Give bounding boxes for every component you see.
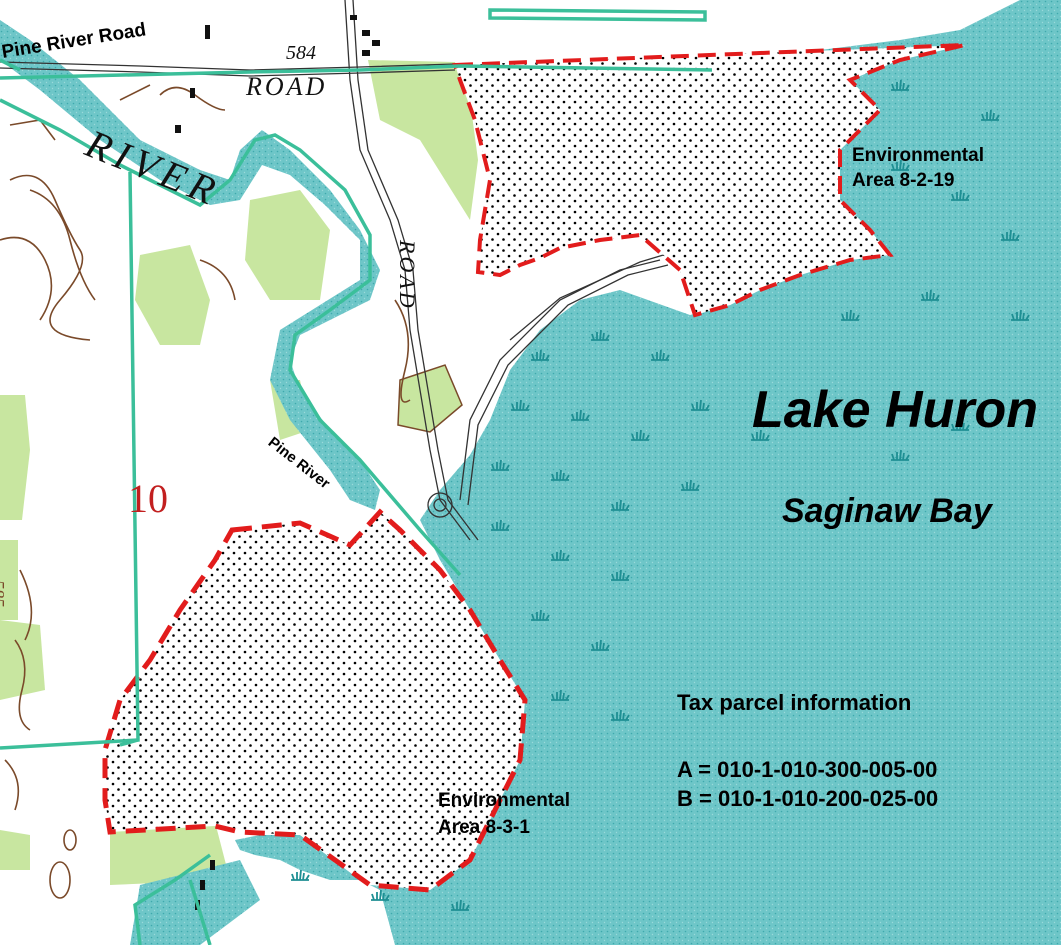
tax-parcel-b: B = 010-1-010-200-025-00	[677, 786, 939, 811]
env-area-2-label-line2: Area 8-3-1	[438, 817, 530, 838]
topo-road-label-side: ROAD	[395, 240, 420, 311]
topo-elevation-585: 585	[0, 580, 8, 607]
env-area-1-label-line2: Area 8-2-19	[852, 170, 955, 191]
topo-section-number: 10	[128, 476, 168, 521]
tax-parcel-a: A = 010-1-010-300-005-00	[677, 757, 938, 782]
env-area-2-label-line1: Environmental	[438, 790, 570, 811]
environmental-area-8-2-19	[452, 43, 966, 318]
bay-label: Saginaw Bay	[782, 492, 992, 530]
water-body-label: Lake Huron	[752, 381, 1039, 439]
parcel-lines	[0, 8, 713, 945]
roads	[0, 0, 681, 541]
topo-road-label-top: ROAD	[246, 72, 328, 101]
tax-parcel-title: Tax parcel information	[677, 690, 912, 715]
env-area-1-label-line1: Environmental	[852, 145, 984, 166]
environmental-area-8-3-1	[102, 508, 528, 893]
topo-elevation-584: 584	[286, 42, 316, 64]
